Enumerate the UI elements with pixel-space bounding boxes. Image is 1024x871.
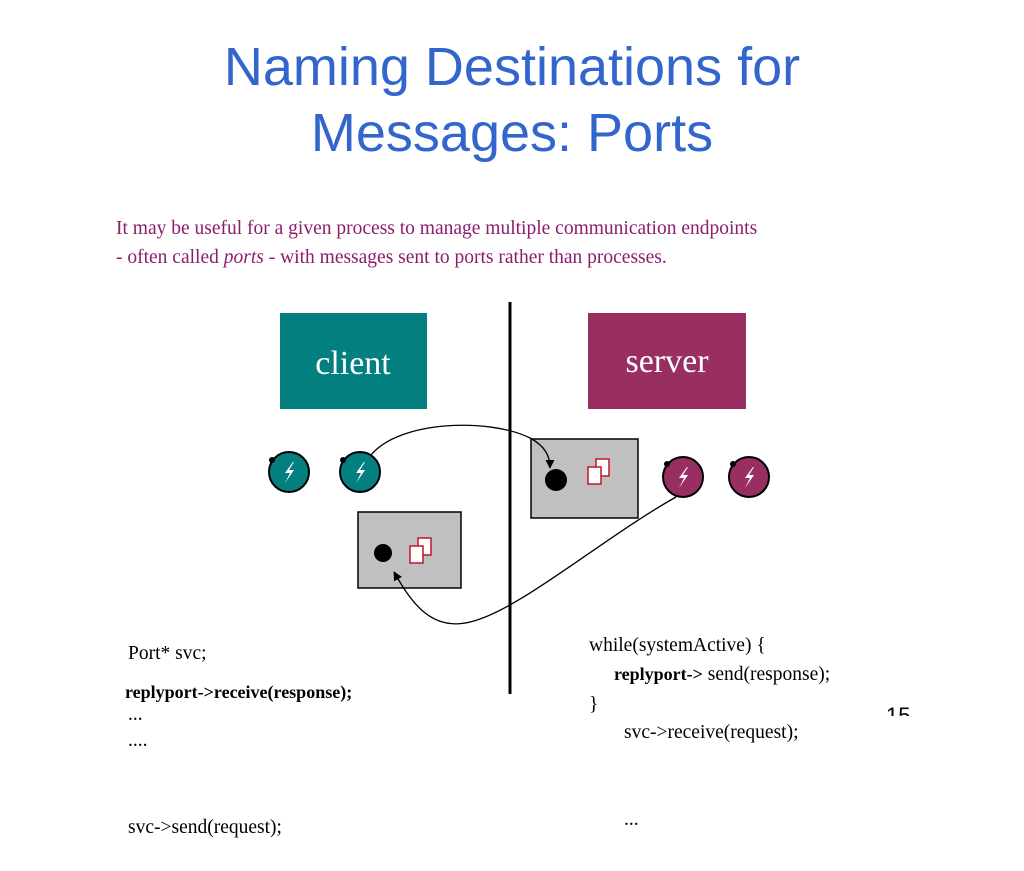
- server-label: server: [625, 343, 709, 380]
- client-port-box: [357, 511, 462, 589]
- server-code-line-2: svc->receive(request);: [624, 722, 799, 743]
- client-code-line-2: ....: [128, 730, 148, 751]
- client-code-line-4: replyport->receive(response);: [125, 682, 353, 702]
- intro-line-2-start: - often called: [116, 247, 224, 268]
- client-thread-2: [339, 451, 381, 493]
- client-code-line-5: ...: [128, 704, 143, 725]
- reply-arrow: [393, 496, 677, 625]
- client-code-line-1: Port* svc;: [128, 643, 207, 664]
- client-code: Port* svc; .... svc->send(request);: [128, 581, 282, 871]
- server-box: server: [588, 313, 746, 409]
- page-number: 15: [886, 703, 911, 716]
- server-port-box: [530, 438, 639, 519]
- client-label: client: [315, 345, 391, 382]
- server-code-line-4: replyport-> send(response);: [614, 660, 830, 689]
- server-code-line-5: }: [589, 694, 599, 715]
- server-replyport-label: replyport->: [614, 664, 703, 684]
- intro-ports-term: ports: [223, 247, 264, 268]
- server-code-line-3: ...: [624, 809, 639, 830]
- client-box: client: [280, 313, 427, 409]
- server-code: while(systemActive) { svc->receive(reque…: [589, 573, 798, 863]
- client-port-dot: [374, 544, 392, 562]
- server-thread-2: [728, 456, 770, 498]
- server-port-dot: [545, 469, 567, 491]
- client-thread-1: [268, 451, 310, 493]
- slide-title: Naming Destinations for Messages: Ports: [0, 34, 1024, 166]
- intro-line-2: - often called ports - with messages sen…: [116, 243, 936, 272]
- request-arrow: [370, 424, 555, 469]
- client-server-diagram: client server: [268, 302, 770, 694]
- server-thread-1: [662, 456, 704, 498]
- client-code-line-3: svc->send(request);: [128, 817, 282, 838]
- title-line-2: Messages: Ports: [310, 103, 714, 163]
- intro-line-1: It may be useful for a given process to …: [116, 218, 758, 239]
- title-line-1: Naming Destinations for: [223, 37, 801, 97]
- intro-text: It may be useful for a given process to …: [116, 214, 936, 272]
- intro-line-2-end: - with messages sent to ports rather tha…: [263, 247, 667, 268]
- server-send-call: send(response);: [702, 664, 831, 685]
- server-code-line-1: while(systemActive) {: [589, 635, 766, 656]
